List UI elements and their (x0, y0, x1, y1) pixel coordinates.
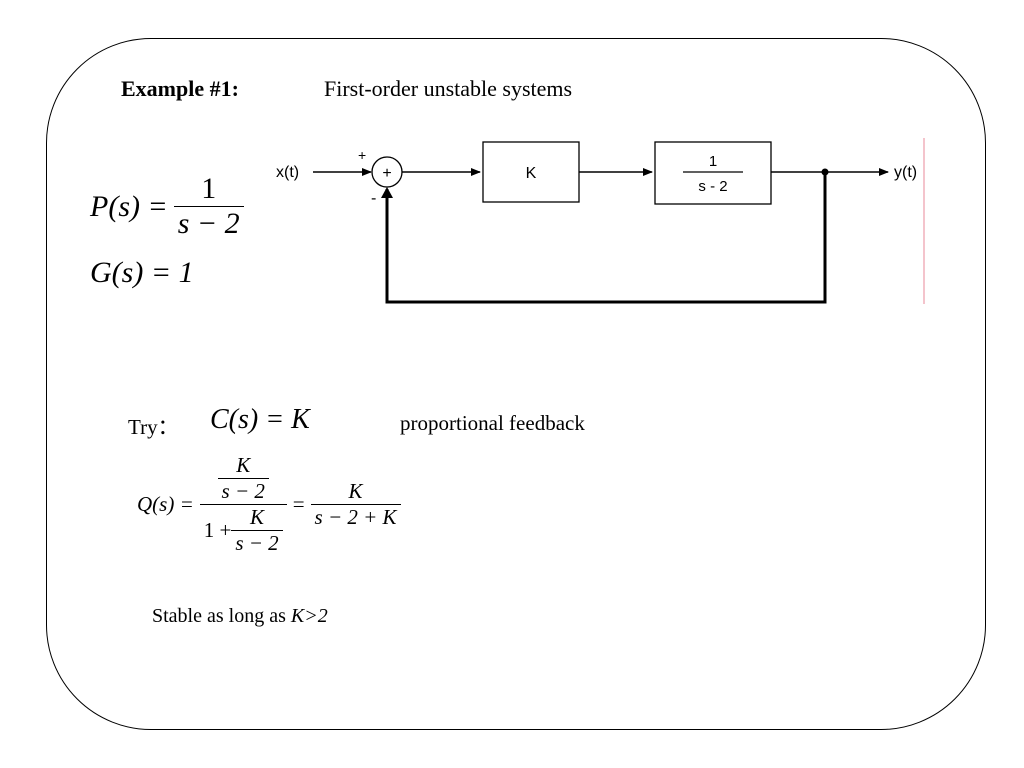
closed-loop-lhs: Q(s) = (137, 492, 194, 516)
conclusion-prefix: Stable as long as (152, 605, 291, 627)
inner-bottom-den: s − 2 (235, 531, 279, 555)
sensor-equation: G(s) = 1 (90, 256, 194, 289)
plant-denominator: s − 2 (177, 207, 240, 240)
example-label: Example #1: (121, 76, 239, 101)
result-denominator: s − 2 + K (314, 505, 397, 529)
inner-fraction-bottom: K s − 2 (231, 505, 283, 556)
plus-sign: + (358, 147, 366, 163)
controller-label: K (526, 165, 537, 182)
plant-numerator: 1 (201, 172, 217, 205)
controller-block (482, 141, 580, 203)
feedback-note: proportional feedback (400, 411, 585, 435)
plant-block-denominator: s - 2 (698, 178, 727, 195)
summer-symbol: + (382, 165, 391, 182)
result-numerator: K (348, 479, 363, 503)
slide-frame (46, 38, 986, 730)
one-plus: 1 + (203, 518, 232, 542)
feedback-path (385, 172, 827, 304)
inner-bottom-num: K (250, 505, 265, 529)
plant-lhs: P(s) = (90, 189, 168, 223)
stability-condition: K>2 (290, 605, 328, 627)
input-label: x(t) (276, 164, 299, 181)
block-diagram: x(t) + - + K 1 s - 2 y(t) (276, 138, 925, 304)
plant-block (654, 141, 772, 205)
try-label: Try： (128, 415, 179, 439)
stability-conclusion: Stable as long as K>2 (152, 605, 328, 628)
minus-sign: - (371, 190, 376, 207)
feedback-arrowhead (381, 187, 393, 198)
inner-fraction-top: K s − 2 (217, 453, 269, 504)
inner-top-num: K (236, 453, 251, 477)
closed-loop-big-fraction: K s − 2 1 + K s − 2 (199, 453, 287, 556)
output-label: y(t) (894, 164, 917, 181)
plant-equation: P(s) = 1 s − 2 (90, 172, 244, 241)
equals-sign: = (292, 492, 305, 516)
plant-block-numerator: 1 (709, 153, 717, 170)
plant-fraction: 1 s − 2 (173, 172, 244, 241)
controller-equation: C(s) = K (210, 404, 310, 435)
closed-loop-equation: Q(s) = K s − 2 1 + K s − 2 = K s − 2 + K (137, 453, 401, 556)
inner-top-den: s − 2 (221, 479, 265, 503)
result-fraction: K s − 2 + K (310, 479, 401, 530)
slide-title: First-order unstable systems (324, 76, 573, 101)
